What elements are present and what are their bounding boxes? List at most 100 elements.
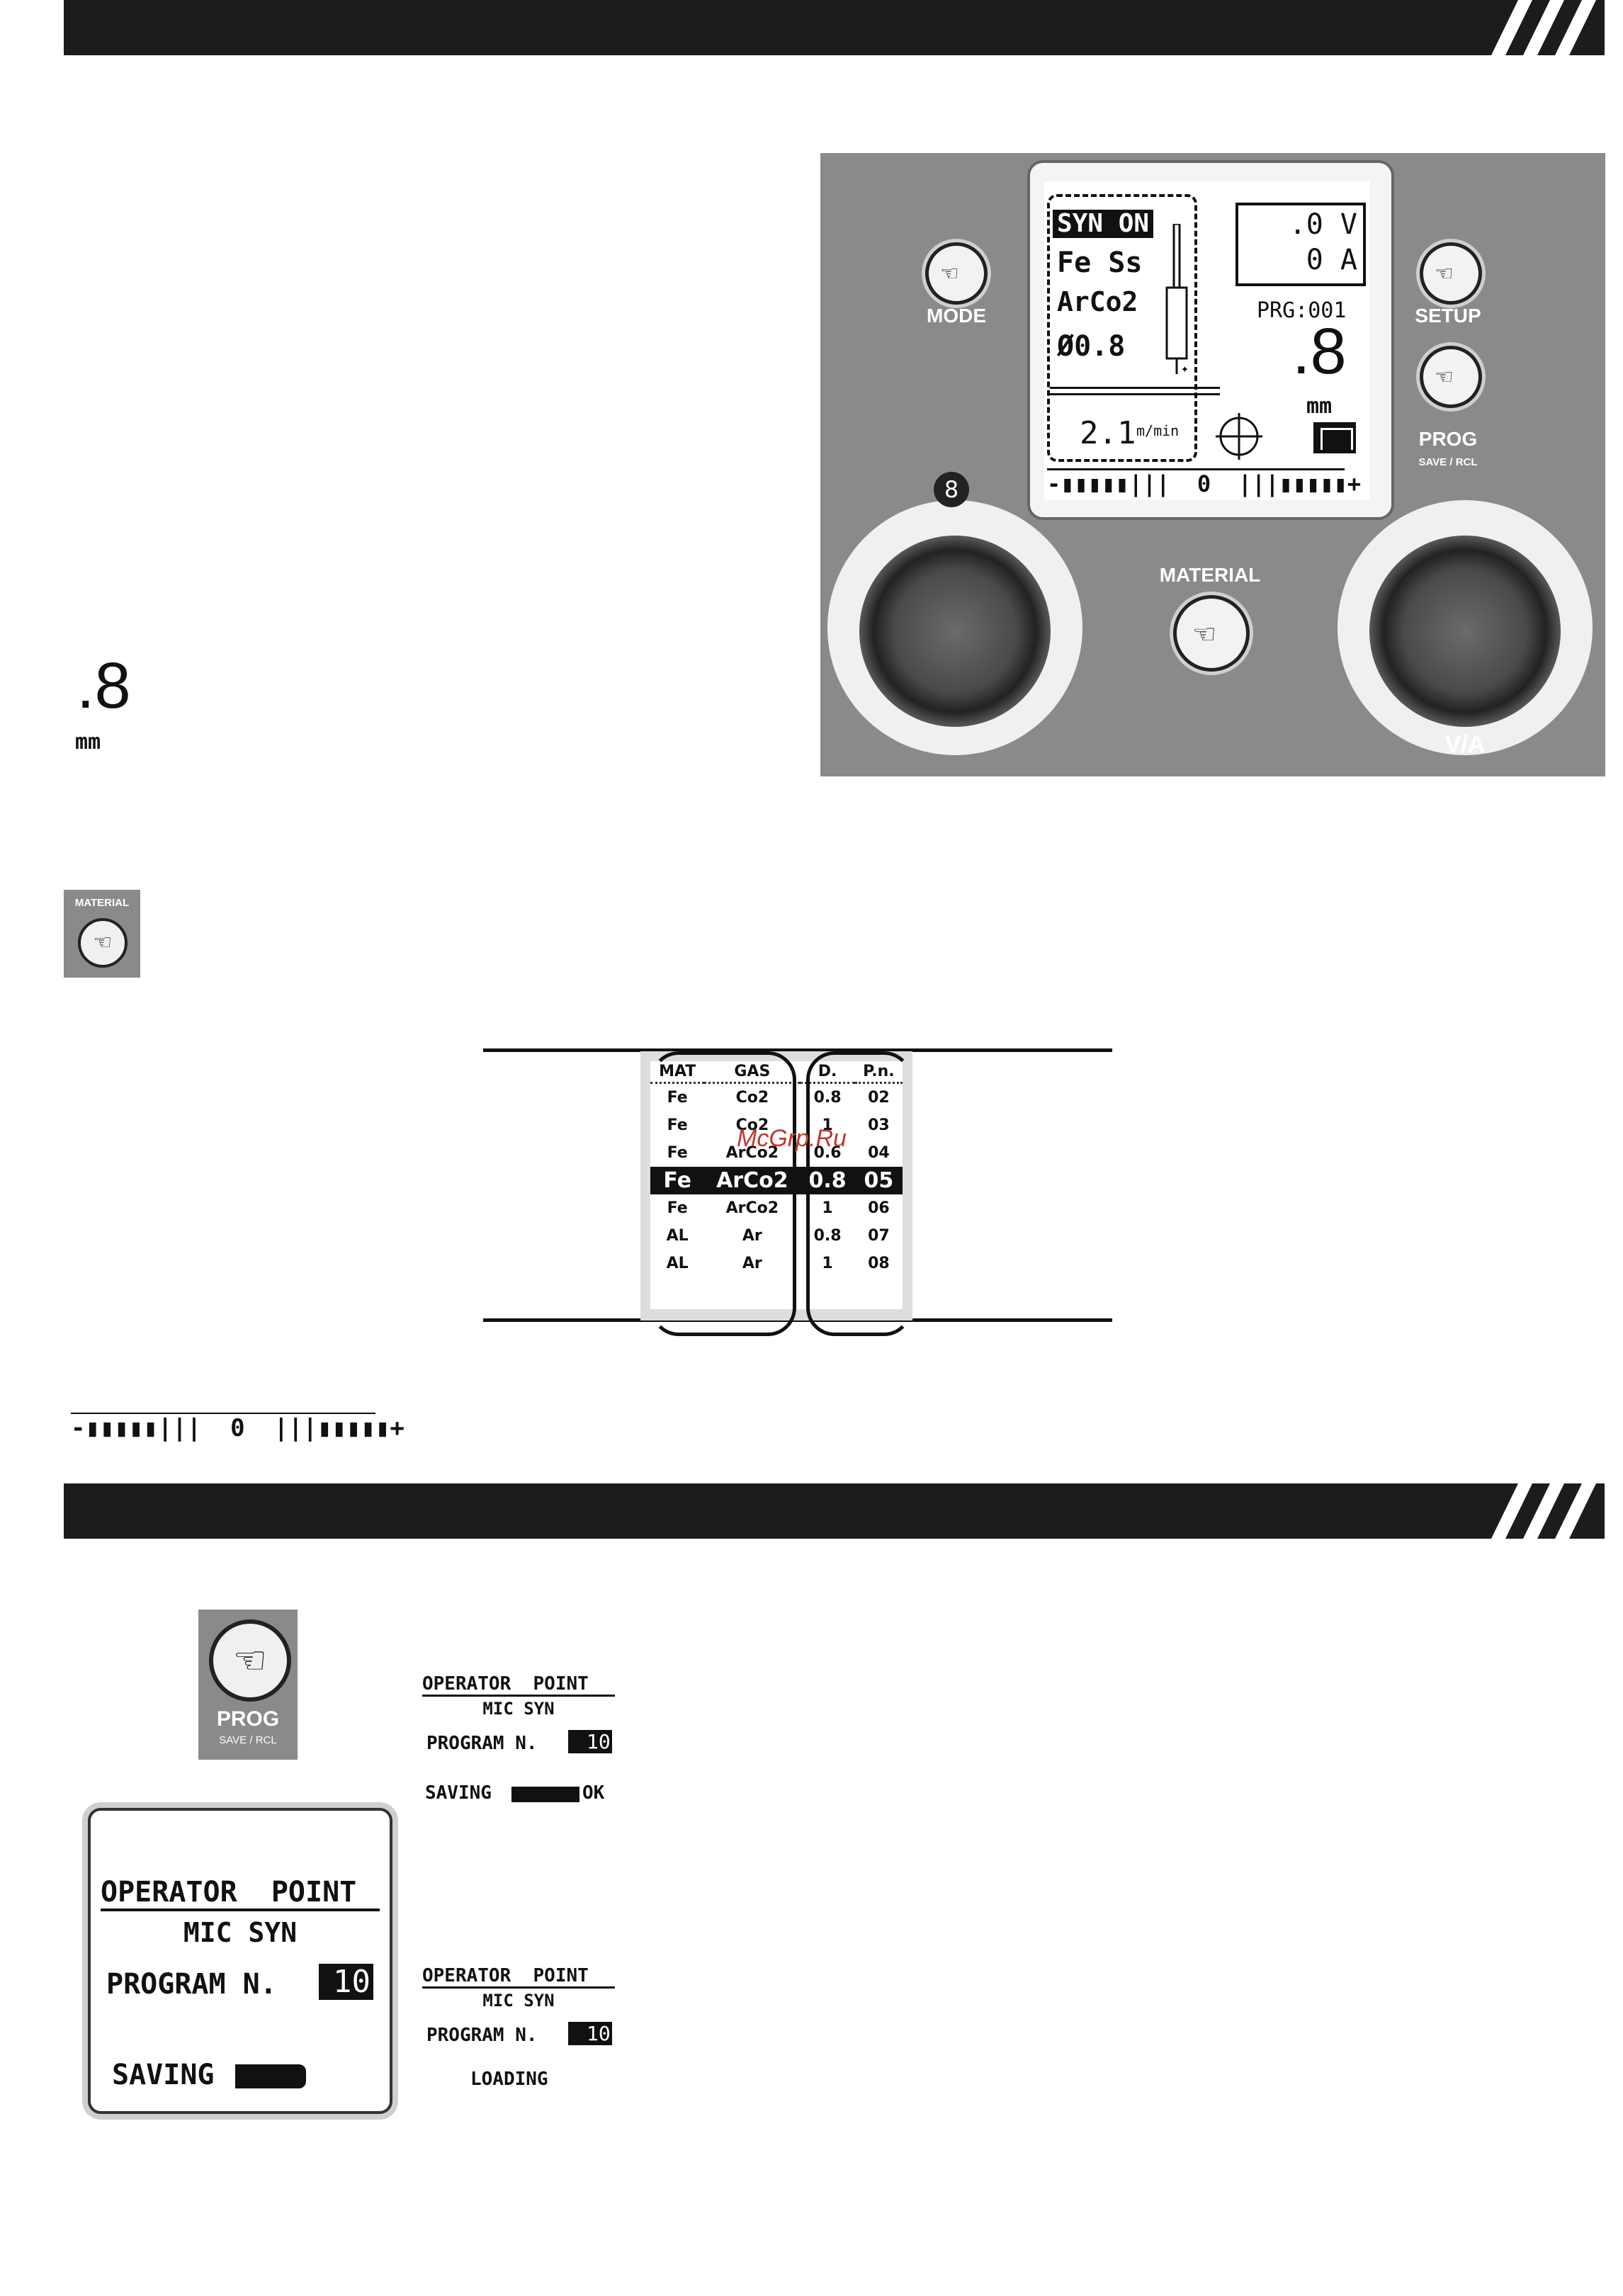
table-rule-top xyxy=(483,1048,1112,1052)
load-status: LOADING xyxy=(470,2069,548,2090)
cell-d: 1 xyxy=(822,1255,833,1272)
hand-icon: ☜ xyxy=(1192,618,1217,650)
prog-sub-label: SAVE / RCL xyxy=(1418,456,1478,468)
cell-d: 0.6 xyxy=(813,1144,842,1162)
crosshair-icon xyxy=(1216,413,1262,460)
wire-speed: 2.1 xyxy=(1080,415,1136,451)
save-ok: OK xyxy=(582,1782,605,1804)
hand-icon: ☜ xyxy=(1435,365,1454,390)
cell-mat: AL xyxy=(666,1255,689,1272)
material-table: MAT GAS D. P.n. Fe Co2 0.8 02 Fe Co2 1 0 xyxy=(650,1061,903,1277)
cell-gas: ArCo2 xyxy=(725,1144,779,1162)
cell-pn: 07 xyxy=(868,1227,890,1245)
cell-d: 1 xyxy=(822,1199,833,1217)
material-icon-label: MATERIAL xyxy=(74,897,130,909)
mode-label: MODE xyxy=(927,305,986,327)
save-mode: MIC SYN xyxy=(482,1699,555,1719)
cell-pn: 06 xyxy=(868,1199,890,1217)
va-label: V/A xyxy=(1444,731,1486,758)
cell-mat: Fe xyxy=(667,1199,688,1217)
trim-scale: -▮▮▮▮▮||| 0 |||▮▮▮▮▮+ xyxy=(1047,468,1361,497)
cell-gas: ArCo2 xyxy=(704,1167,801,1194)
prog-label: PROG xyxy=(1418,428,1478,450)
lcd-title: OPERATOR POINT xyxy=(101,1876,380,1911)
material-icon-tile: MATERIAL ☜ xyxy=(64,890,140,978)
lcd-material: Fe Ss xyxy=(1057,247,1143,279)
mode-button[interactable]: ☜ xyxy=(925,242,988,305)
table-row: AL Ar 0.8 07 xyxy=(650,1222,903,1250)
syn-status: SYN ON xyxy=(1053,210,1154,238)
setup-label: SETUP xyxy=(1415,305,1481,327)
cell-pn: 03 xyxy=(868,1116,890,1134)
prog-icon-label: PROG xyxy=(216,1707,280,1731)
cell-mat: Fe xyxy=(667,1089,688,1107)
load-program-value: 10 xyxy=(568,2022,612,2045)
left-knob[interactable] xyxy=(859,536,1051,727)
lcd-dashed-frame xyxy=(1047,194,1197,462)
table-row: Fe ArCo2 0.6 04 xyxy=(650,1139,903,1167)
cell-gas: ArCo2 xyxy=(725,1199,779,1217)
lcd-diameter: Ø0.8 xyxy=(1057,330,1126,363)
cell-gas: Ar xyxy=(742,1227,762,1245)
save-status: SAVING xyxy=(425,1782,492,1804)
program-lcd: OPERATOR POINT MIC SYN PROGRAM N. 10 SAV… xyxy=(88,1808,392,2114)
cell-gas: Ar xyxy=(742,1255,762,1272)
section-header-bar xyxy=(64,0,1605,55)
lcd-saving: SAVING xyxy=(112,2059,215,2091)
cell-d: 0.8 xyxy=(813,1227,842,1245)
prog-button[interactable]: ☜ xyxy=(1420,346,1482,408)
lcd-big-value: .8 xyxy=(1292,315,1347,388)
right-knob[interactable] xyxy=(1369,536,1561,727)
cell-pn: 02 xyxy=(868,1089,890,1107)
table-row: AL Ar 1 08 xyxy=(650,1250,903,1277)
workpiece-line xyxy=(1050,387,1220,395)
lcd-unit: mm xyxy=(1306,394,1333,419)
material-button[interactable]: ☜ xyxy=(1173,595,1250,672)
lcd-program-value: 10 xyxy=(319,1964,373,2000)
voltage-box: .0 V 0 A xyxy=(1235,203,1366,286)
highlight-frame-right xyxy=(806,1051,912,1336)
section-header-bar xyxy=(64,1483,1605,1539)
cell-mat: Fe xyxy=(650,1167,705,1194)
voltage-value: .0 V xyxy=(1289,208,1357,241)
control-panel: SYN ON Fe Ss ArCo2 Ø0.8 ✦ .0 V 0 A PRG:0… xyxy=(820,153,1605,776)
material-table-frame: MAT GAS D. P.n. Fe Co2 0.8 02 Fe Co2 1 0 xyxy=(640,1051,912,1321)
prog-icon-sublabel: SAVE / RCL xyxy=(219,1734,277,1746)
highlight-frame-left xyxy=(650,1051,796,1336)
hand-icon: ☜ xyxy=(1435,261,1454,286)
inline-big-value: .8 xyxy=(77,650,131,722)
hand-icon: ☜ xyxy=(940,261,959,286)
cell-mat: Fe xyxy=(667,1144,688,1162)
cell-mat: Fe xyxy=(667,1116,688,1134)
save-program-value: 10 xyxy=(568,1730,612,1753)
setup-button[interactable]: ☜ xyxy=(1420,242,1482,305)
lcd-mode: MIC SYN xyxy=(183,1917,298,1948)
cell-pn: 05 xyxy=(854,1167,903,1194)
lcd-program-label: PROGRAM N. xyxy=(106,1968,277,2001)
inline-unit: mm xyxy=(75,730,101,754)
hand-icon: ☜ xyxy=(78,918,128,968)
stripes-decoration xyxy=(1463,1483,1605,1539)
left-knob-symbol: 8 xyxy=(934,472,969,507)
cell-pn: 04 xyxy=(868,1144,890,1162)
cell-mat: AL xyxy=(666,1227,689,1245)
trim-scale-standalone: -▮▮▮▮▮||| 0 |||▮▮▮▮▮+ xyxy=(71,1413,405,1442)
hand-icon: ☜ xyxy=(209,1619,291,1702)
cell-pn: 08 xyxy=(868,1255,890,1272)
load-mode: MIC SYN xyxy=(482,1991,555,2011)
save-title: OPERATOR POINT xyxy=(422,1673,615,1697)
load-program-label: PROGRAM N. xyxy=(426,2025,538,2046)
material-label: MATERIAL xyxy=(1159,564,1261,586)
cell-d: 0.8 xyxy=(813,1089,842,1107)
lcd-gas: ArCo2 xyxy=(1057,286,1138,317)
pulse-icon xyxy=(1313,422,1356,453)
stripes-decoration xyxy=(1463,0,1605,55)
saving-progress-bar xyxy=(235,2064,306,2088)
current-value: 0 A xyxy=(1306,244,1357,276)
svg-text:✦: ✦ xyxy=(1181,361,1189,376)
table-row: Fe Co2 0.8 02 xyxy=(650,1083,903,1112)
wire-speed-unit: m/min xyxy=(1136,422,1180,439)
table-row: Fe Co2 1 03 xyxy=(650,1112,903,1139)
table-row: Fe ArCo2 1 06 xyxy=(650,1194,903,1222)
save-program-label: PROGRAM N. xyxy=(426,1733,538,1754)
